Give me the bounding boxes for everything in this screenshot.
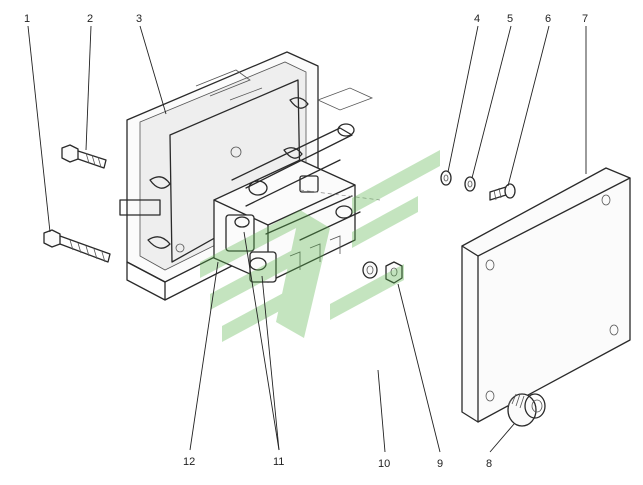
nuts-10-9	[362, 261, 403, 284]
washer-spring	[464, 176, 476, 192]
callout-5: 5	[507, 13, 513, 25]
cable-gland	[507, 393, 546, 427]
bolt-short	[61, 144, 107, 169]
callout-2: 2	[87, 13, 93, 25]
callout-4: 4	[474, 13, 480, 25]
cover-plate	[461, 167, 631, 423]
leader-lines	[27, 25, 587, 453]
callout-labels: 1 2 3 4 5 6 7 8 9 10 11 12	[24, 13, 588, 470]
washer-flat	[440, 170, 452, 186]
callout-11: 11	[273, 456, 284, 468]
terminal-block	[213, 87, 381, 283]
callout-1: 1	[24, 13, 30, 25]
watermark-logo	[200, 150, 440, 342]
callout-8: 8	[486, 458, 492, 470]
callout-7: 7	[582, 13, 588, 25]
callout-9: 9	[437, 458, 443, 470]
screw	[489, 183, 516, 201]
callout-12: 12	[183, 456, 195, 468]
callout-10: 10	[378, 458, 390, 470]
callout-6: 6	[545, 13, 551, 25]
callout-3: 3	[136, 13, 142, 25]
bolt-long	[43, 229, 111, 263]
